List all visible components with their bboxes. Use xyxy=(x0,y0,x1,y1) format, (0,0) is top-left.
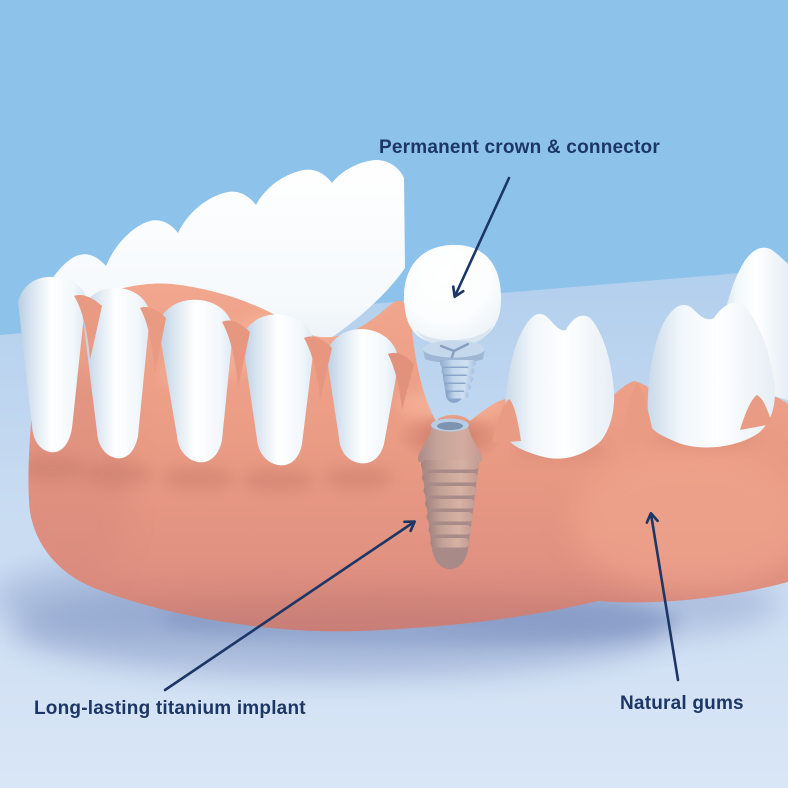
front-tooth xyxy=(82,287,150,459)
gum-papilla xyxy=(740,395,772,430)
molar-2 xyxy=(647,302,775,448)
gums-arrow xyxy=(645,511,680,682)
crown-arrow xyxy=(451,176,511,299)
gum-papilla xyxy=(388,352,414,410)
screw-slot xyxy=(439,342,470,359)
implant-arrow xyxy=(163,520,416,692)
front-tooth xyxy=(326,328,399,464)
gum-papilla xyxy=(222,320,250,388)
implant-rim-inner xyxy=(437,422,463,430)
crown-label: Permanent crown & connector xyxy=(379,137,660,158)
front-tooth xyxy=(158,299,233,463)
gums-label: Natural gums xyxy=(620,693,744,714)
gum-papilla xyxy=(74,295,102,360)
annotation-arrows xyxy=(163,176,680,692)
crown xyxy=(403,244,502,346)
front-teeth xyxy=(18,276,414,466)
implant-collar xyxy=(417,423,483,462)
gum-papilla xyxy=(492,399,521,443)
gum-papilla xyxy=(140,307,166,374)
implant-threads xyxy=(421,460,479,548)
gum-papilla xyxy=(304,336,332,400)
gum-papilla xyxy=(620,383,654,444)
titanium-implant xyxy=(417,418,483,569)
front-tooth xyxy=(18,276,86,453)
connector-screw xyxy=(423,340,485,403)
implant-label: Long-lasting titanium implant xyxy=(34,698,306,719)
molar-1 xyxy=(504,313,615,459)
front-tooth xyxy=(242,314,314,466)
right-molars xyxy=(492,247,788,459)
